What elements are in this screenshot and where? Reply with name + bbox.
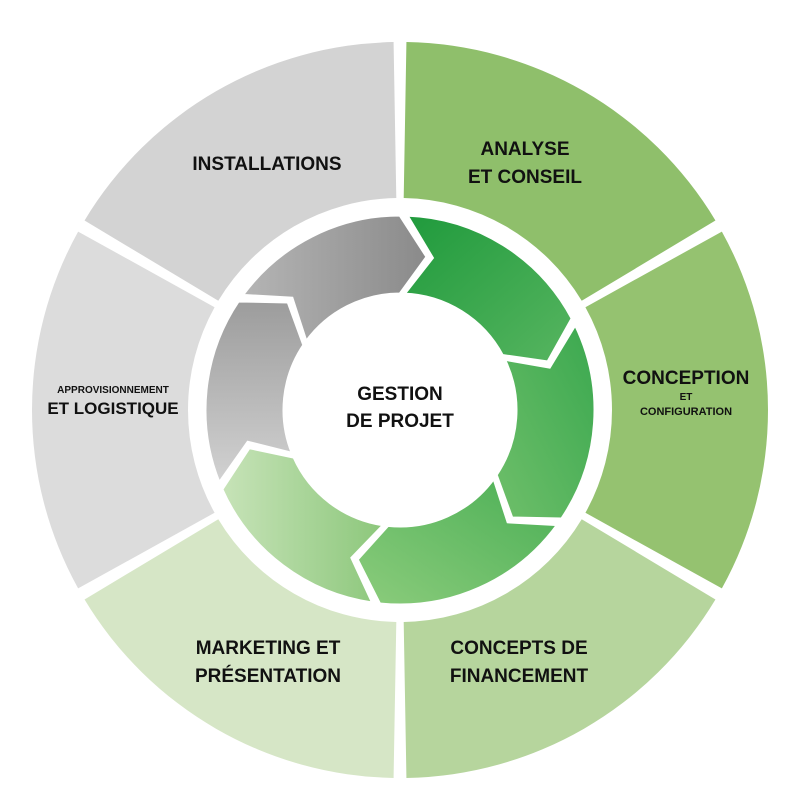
segment-approvisionnement-label-line2: ET LOGISTIQUE [47, 399, 178, 418]
segment-financement-label-line2: FINANCEMENT [450, 666, 589, 687]
segment-installations-label: INSTALLATIONS [192, 154, 341, 175]
arrow-analyse-icon [401, 213, 574, 364]
segment-conception [585, 231, 769, 589]
segment-installations [84, 42, 397, 301]
segment-conception-label-line2: ET [680, 392, 693, 403]
segment-analyse-label-line1: ANALYSE [480, 139, 569, 160]
segment-financement-label-line1: CONCEPTS DE [450, 638, 587, 659]
arrow-marketing-icon [220, 445, 387, 605]
segment-marketing [84, 519, 397, 778]
center-disc [288, 298, 512, 522]
segment-analyse-label-line2: ET CONSEIL [468, 167, 582, 188]
segment-marketing-label-line1: MARKETING ET [196, 638, 341, 659]
center-label-line1: GESTION [357, 384, 443, 405]
segment-marketing-label-line2: PRÉSENTATION [195, 665, 341, 687]
arrow-approvisionnement-icon [203, 299, 306, 487]
segment-approvisionnement-label-line1: APPROVISIONNEMENT [57, 385, 169, 396]
segment-conception-label-line3: CONFIGURATION [640, 406, 732, 418]
center-label-line2: DE PROJET [346, 411, 454, 432]
arrow-conception-icon [494, 321, 597, 521]
segment-conception-label-line1: CONCEPTION [623, 368, 750, 389]
segment-analyse [403, 42, 716, 301]
arrow-installations-icon [239, 213, 429, 346]
segment-approvisionnement [31, 231, 215, 589]
segment-financement [403, 519, 716, 778]
arrow-financement-icon [355, 474, 561, 607]
